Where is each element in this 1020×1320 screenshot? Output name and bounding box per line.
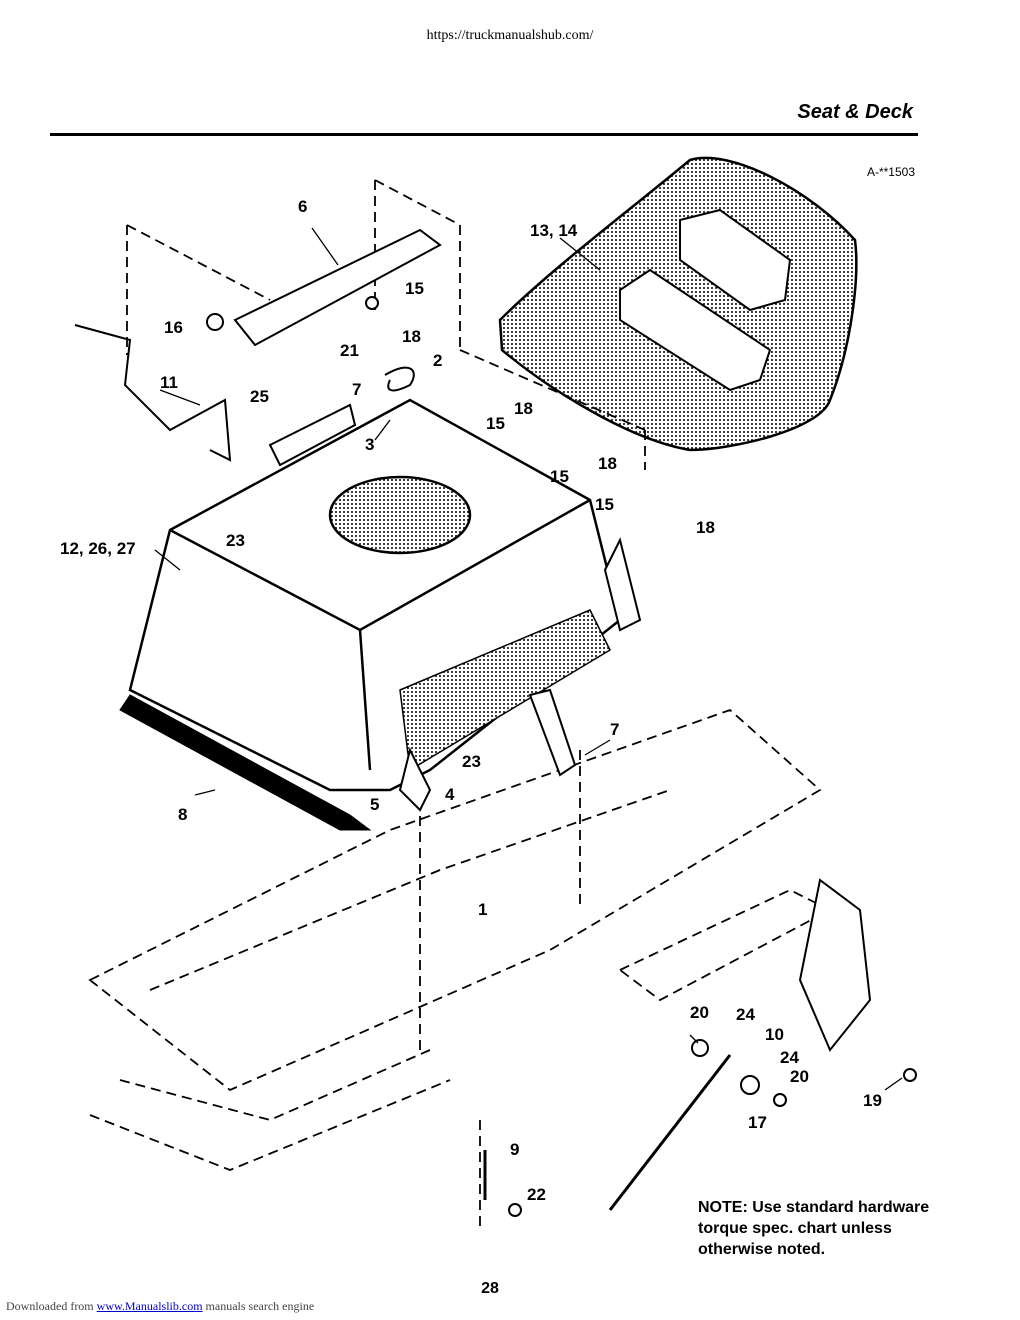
callout-label: 15 [595, 495, 614, 514]
callout-label: 2 [433, 351, 442, 370]
manualslib-link[interactable]: www.Manualslib.com [96, 1299, 203, 1313]
callout-label: 25 [250, 387, 269, 406]
leader-lines [154, 227, 903, 1091]
footer-suffix: manuals search engine [205, 1299, 315, 1313]
callout-label: 18 [514, 399, 533, 418]
callout-label: 24 [736, 1005, 755, 1024]
header-rule [50, 133, 918, 136]
hardware-illustration [74, 228, 917, 1217]
callout-label: 22 [527, 1185, 546, 1204]
callout-label: 15 [486, 414, 505, 433]
hardware-note: NOTE: Use standard hardware torque spec.… [698, 1197, 978, 1260]
callout-label: 10 [765, 1025, 784, 1044]
callout-label: 18 [696, 518, 715, 537]
callout-label: 20 [690, 1003, 709, 1022]
figure-code: A-**1503 [866, 165, 915, 179]
callout-label: 6 [298, 197, 307, 216]
footer-prefix: Downloaded from [6, 1299, 94, 1313]
section-title: Seat & Deck [797, 101, 913, 123]
callout-label: 7 [610, 720, 619, 739]
download-footer: Downloaded from www.Manualslib.com manua… [6, 1299, 314, 1314]
callout-label: 9 [510, 1140, 519, 1159]
page-url: https://truckmanualshub.com/ [426, 28, 594, 43]
callout-label: 11 [160, 373, 178, 392]
callout-label: 18 [402, 327, 421, 346]
callout-label: 3 [365, 435, 374, 454]
note-line: torque spec. chart unless [698, 1220, 892, 1237]
callout-label: 8 [178, 805, 187, 824]
callout-label: 18 [598, 454, 617, 473]
callout-label: 21 [340, 341, 359, 360]
callout-label: 20 [790, 1067, 809, 1086]
callout-label: 15 [405, 279, 424, 298]
callout-label: 5 [370, 795, 379, 814]
callout-label: 1 [478, 900, 487, 919]
callout-label: 19 [863, 1091, 882, 1110]
note-line: NOTE: Use standard hardware [698, 1199, 930, 1216]
callout-label: 16 [164, 318, 183, 337]
hood-illustration [119, 398, 622, 831]
callout-label: 23 [226, 531, 245, 550]
callout-label: 17 [748, 1113, 767, 1132]
callout-label: 24 [780, 1048, 799, 1067]
note-line: otherwise noted. [698, 1241, 826, 1258]
callout-label: 13, 14 [530, 221, 578, 240]
callout-labels: 6 13, 14 15 16 18 21 2 11 25 7 3 18 15 1… [60, 197, 882, 1204]
page-number: 28 [481, 1280, 499, 1297]
callout-label: 7 [352, 380, 361, 399]
callout-label: 23 [462, 752, 481, 771]
exploded-parts-diagram: 6 13, 14 15 16 18 21 2 11 25 7 3 18 15 1… [60, 156, 917, 1230]
callout-label: 12, 26, 27 [60, 539, 136, 558]
seat-illustration [498, 156, 858, 452]
callout-label: 15 [550, 467, 569, 486]
callout-label: 4 [445, 785, 455, 804]
